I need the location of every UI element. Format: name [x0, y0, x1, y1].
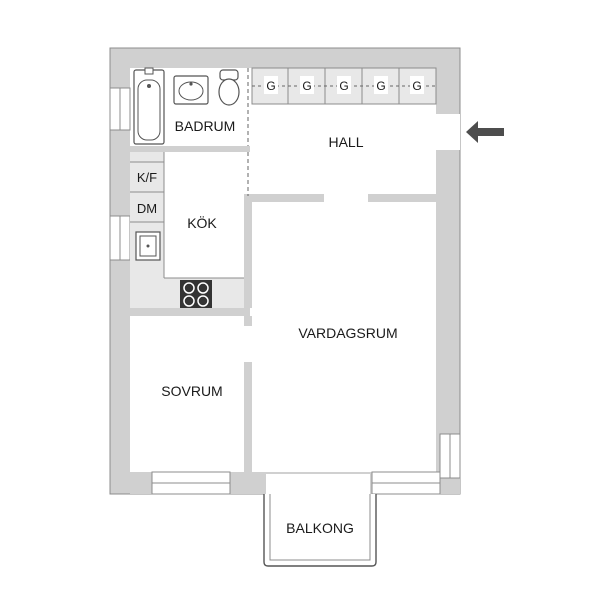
windows	[109, 87, 461, 495]
wardrobe-label-5: G	[412, 79, 421, 93]
room-label-balkong: BALKONG	[286, 520, 354, 536]
interior-walls	[130, 146, 460, 494]
bathtub-icon	[133, 67, 165, 145]
washbasin-icon	[173, 75, 209, 105]
balcony	[263, 494, 377, 567]
wardrobes: G G G G G	[251, 67, 437, 105]
room-label-vardagsrum: VARDAGSRUM	[298, 325, 397, 341]
room-label-kok: KÖK	[187, 214, 217, 231]
kitchen-counter	[130, 152, 244, 308]
wardrobe-label-4: G	[376, 79, 385, 93]
wardrobe-label-3: G	[339, 79, 348, 93]
toilet-icon	[218, 69, 240, 106]
room-label-sovrum: SOVRUM	[161, 383, 222, 399]
wardrobe-label-2: G	[302, 79, 311, 93]
entrance-arrow-icon	[466, 121, 504, 143]
sink-icon	[135, 231, 161, 261]
room-label-hall: HALL	[328, 134, 363, 150]
room-label-badrum: BADRUM	[175, 118, 236, 134]
stove-icon	[180, 280, 212, 308]
room-label-dm: DM	[137, 201, 157, 216]
room-label-kf: K/F	[137, 170, 157, 185]
balcony-door-opening	[266, 474, 370, 494]
wardrobe-label-1: G	[266, 79, 275, 93]
